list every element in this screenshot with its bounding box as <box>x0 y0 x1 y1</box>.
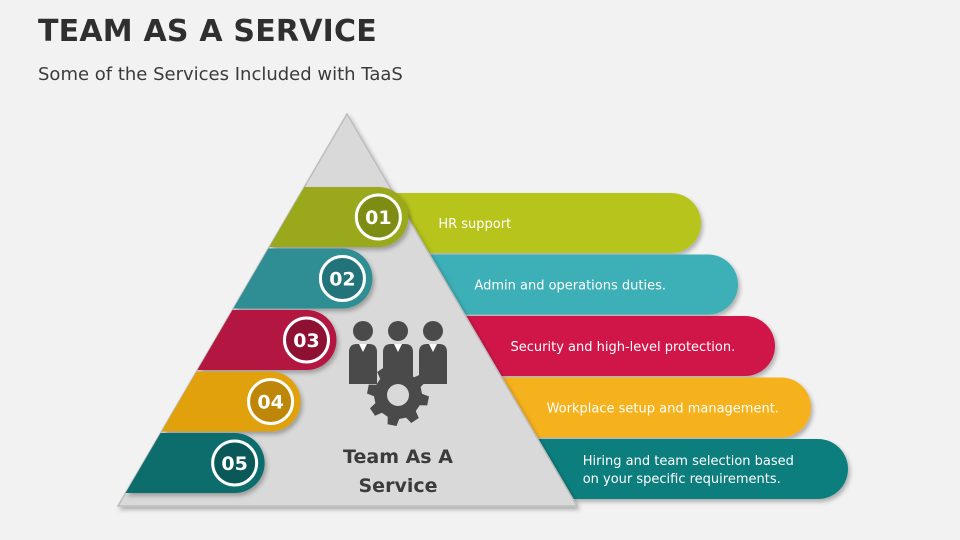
step-number-01: 01 <box>365 207 391 229</box>
service-bar-05 <box>507 439 848 499</box>
step-band-03: 03 <box>197 310 337 370</box>
step-number-03: 03 <box>293 330 319 352</box>
service-bar-03 <box>435 316 775 376</box>
person-head-1 <box>353 321 373 341</box>
step-band-02: 02 <box>233 248 373 309</box>
service-bar-01 <box>363 193 701 253</box>
gear-hole <box>387 384 409 406</box>
person-collar-2 <box>394 344 402 352</box>
team-gear-icon <box>349 321 447 426</box>
service-text-01-line1: HR support <box>438 217 511 232</box>
person-collar-1 <box>359 344 367 352</box>
step-number-04: 04 <box>257 392 283 414</box>
person-head-2 <box>388 321 408 341</box>
step-band-01: 01 <box>269 187 409 247</box>
page-title: TEAM AS A SERVICE <box>38 14 377 49</box>
service-text-05-line2: on your specific requirements. <box>583 472 781 487</box>
step-number-02: 02 <box>329 269 355 291</box>
service-bar-02 <box>399 254 738 315</box>
step-number-circle-01 <box>354 193 402 241</box>
service-text-05-line1: Hiring and team selection based <box>583 454 794 469</box>
center-label-line1: Team As A <box>343 446 453 468</box>
step-number-circle-04 <box>247 378 295 425</box>
service-text-02-line1: Admin and operations duties. <box>474 279 666 294</box>
step-band-05: 05 <box>125 433 265 493</box>
service-bar-04 <box>471 377 812 438</box>
step-number-circle-02 <box>318 255 366 302</box>
person-head-3 <box>423 321 443 341</box>
step-band-04: 04 <box>161 371 301 432</box>
service-text-04-line1: Workplace setup and management. <box>547 402 779 417</box>
number-bands: 01 02 03 04 05 <box>125 187 409 493</box>
person-body-1 <box>349 344 377 384</box>
step-number-circle-03 <box>283 316 330 364</box>
step-number-05: 05 <box>221 453 247 475</box>
person-collar-3 <box>429 344 437 352</box>
center-label-line2: Service <box>359 475 438 497</box>
page-subtitle: Some of the Services Included with TaaS <box>38 64 403 85</box>
step-number-circle-05 <box>211 439 259 487</box>
person-body-3 <box>419 344 447 384</box>
service-text-03-line1: Security and high-level protection. <box>511 340 736 355</box>
